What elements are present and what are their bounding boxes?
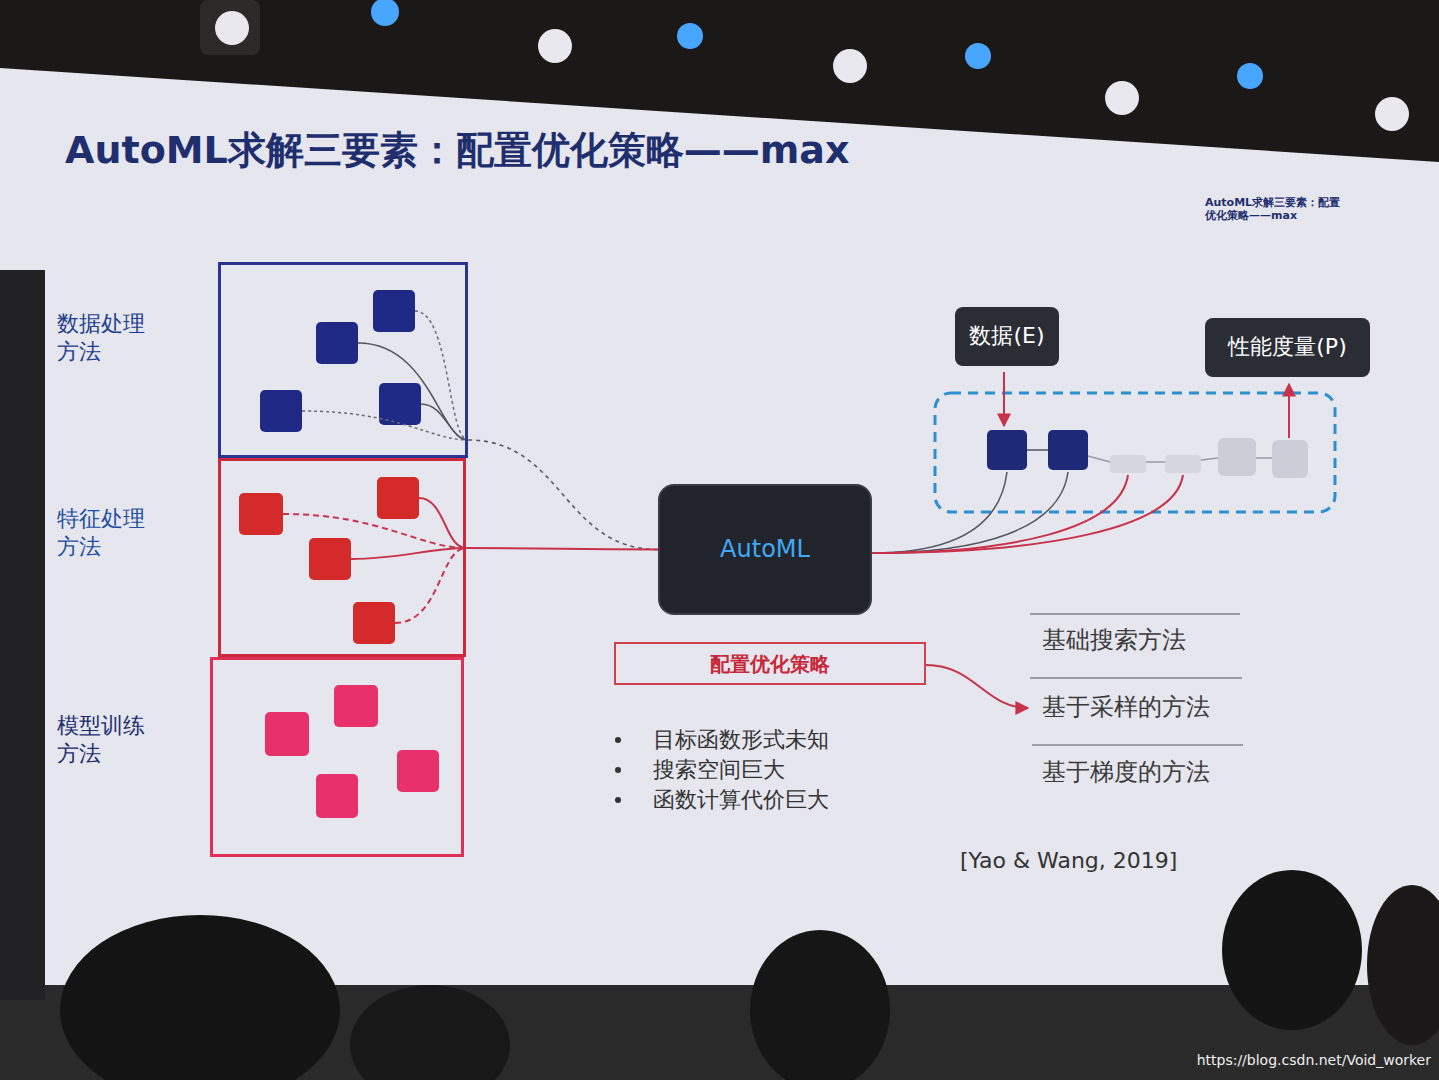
method-square	[377, 477, 419, 519]
method-square	[260, 390, 302, 432]
bullet-dot	[615, 797, 621, 803]
pipeline-step	[1272, 440, 1308, 478]
stage-light	[1105, 81, 1139, 115]
citation: [Yao & Wang, 2019]	[960, 848, 1177, 874]
stage-light	[677, 23, 703, 49]
method-item: 基于采样的方法	[1042, 693, 1210, 722]
list-rule	[1032, 744, 1243, 745]
method-square	[353, 602, 395, 644]
input-arrow	[1003, 372, 1005, 426]
group-heading: 数据处理 方法	[57, 310, 153, 365]
pipeline-curve	[872, 475, 1128, 553]
link-curve	[358, 343, 468, 440]
stage-light	[1237, 63, 1263, 89]
link-curve	[283, 514, 466, 548]
pipeline-step	[987, 430, 1027, 470]
stage-light	[538, 29, 572, 63]
stage-light	[1375, 97, 1409, 131]
speaker-column	[0, 270, 45, 1000]
stage-light	[833, 49, 867, 83]
strategy-box: 配置优化策略	[614, 642, 926, 685]
automl-box: AutoML	[658, 484, 872, 615]
method-square	[309, 538, 351, 580]
stage-light	[371, 0, 399, 26]
list-rule	[1030, 677, 1242, 678]
bullet-dot	[615, 737, 621, 743]
link-curve	[302, 411, 468, 440]
pipeline-step	[1165, 455, 1201, 473]
link-curve	[351, 548, 466, 559]
strategy-arrow	[926, 665, 1028, 708]
group-heading: 特征处理 方法	[57, 505, 153, 560]
bullet-text: 目标函数形式未知	[653, 727, 829, 753]
method-item: 基于梯度的方法	[1042, 758, 1210, 787]
method-square	[239, 493, 283, 535]
slide-screen	[0, 68, 1439, 985]
link-curve	[419, 498, 466, 548]
metric-box: 性能度量(P)	[1205, 318, 1370, 377]
list-rule	[1030, 613, 1240, 614]
bullet-text: 函数计算代价巨大	[653, 787, 829, 813]
watermark: https://blog.csdn.net/Void_worker	[1197, 1052, 1431, 1069]
data-method-box: 数据处理 方法	[218, 262, 468, 458]
method-square	[265, 712, 309, 756]
pipeline-curve	[872, 472, 1068, 553]
connector	[466, 548, 658, 550]
audience-head	[60, 915, 340, 1080]
light-fixture	[200, 0, 260, 55]
method-item: 基础搜索方法	[1042, 626, 1186, 655]
pipeline-region	[935, 393, 1335, 512]
output-arrow	[1288, 384, 1290, 438]
method-square	[379, 383, 421, 425]
stage-light	[215, 11, 249, 45]
header-tag: AutoML求解三要素：配置优化策略——max	[1205, 196, 1345, 222]
connector	[468, 440, 658, 550]
box-label: 性能度量(P)	[1228, 334, 1346, 360]
box-label: 配置优化策略	[710, 652, 830, 676]
audience-head	[1367, 885, 1439, 1045]
pipeline-link	[1201, 458, 1218, 460]
method-square	[373, 290, 415, 332]
group-heading: 模型训练 方法	[57, 712, 153, 767]
pipeline-link	[1027, 449, 1048, 451]
pipeline-step	[1218, 438, 1256, 476]
box-label: 数据(E)	[969, 323, 1044, 349]
feature-method-box: 特征处理 方法	[218, 458, 466, 657]
bullet-dot	[615, 767, 621, 773]
model-method-box: 模型训练 方法	[210, 657, 464, 857]
slide-title: AutoML求解三要素：配置优化策略——max	[65, 128, 850, 174]
pipeline-link	[1146, 461, 1165, 463]
pipeline-step	[1048, 430, 1088, 470]
pipeline-link	[1256, 457, 1272, 459]
link-curve	[415, 311, 468, 440]
pipeline-step	[1110, 455, 1146, 473]
link-curve	[421, 404, 468, 440]
link-curve	[395, 548, 466, 623]
audience-head	[350, 985, 510, 1080]
method-square	[334, 685, 378, 727]
method-square	[316, 774, 358, 818]
method-square	[397, 750, 439, 792]
pipeline-link	[1088, 456, 1110, 462]
stage-light	[965, 43, 991, 69]
data-box: 数据(E)	[955, 307, 1059, 366]
box-label: AutoML	[720, 535, 810, 564]
audience-head	[1222, 870, 1362, 1030]
method-square	[316, 322, 358, 364]
audience-head	[750, 930, 890, 1080]
bullet-text: 搜索空间巨大	[653, 757, 785, 783]
pipeline-curve	[872, 475, 1183, 553]
